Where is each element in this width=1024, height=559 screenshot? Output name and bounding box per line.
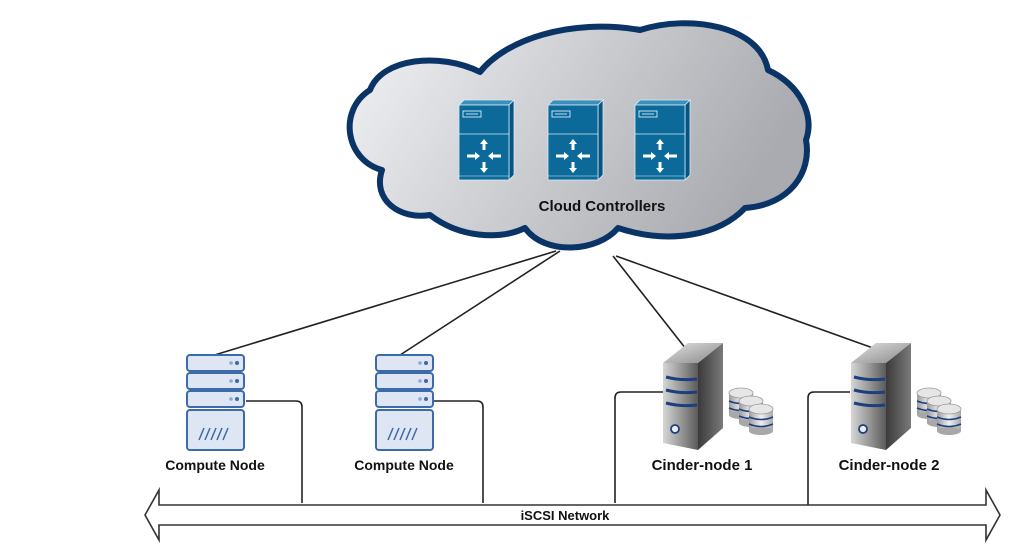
link-cloud-cinder-1 (612, 255, 687, 350)
disk-icon (748, 403, 774, 435)
link-compute-2-iscsi (433, 400, 484, 503)
cloud-controllers (458, 99, 691, 181)
link-cloud-compute-2 (396, 250, 561, 358)
rack-server-icon (375, 354, 434, 451)
compute-nodes (186, 354, 434, 451)
iscsi-network: iSCSI Network (144, 486, 1001, 544)
iscsi-network-label: iSCSI Network (521, 508, 611, 523)
storage-server-icon (851, 343, 962, 450)
link-compute-1-iscsi (246, 400, 303, 503)
node-label-compute-2: Compute Node (354, 457, 454, 473)
iscsi-network-arrow (144, 486, 1001, 544)
link-cinder-2-iscsi (807, 391, 850, 507)
node-label-cinder-2: Cinder-node 2 (839, 457, 940, 474)
node-labels: Compute Node Compute Node Cinder-node 1 … (165, 457, 939, 474)
rack-server-icon (186, 354, 245, 451)
link-cinder-1-iscsi (614, 391, 664, 503)
network-switch-icon (547, 99, 604, 181)
network-switch-icon (634, 99, 691, 181)
cloud-label: Cloud Controllers (539, 198, 666, 215)
disk-icon (936, 403, 962, 435)
node-label-cinder-1: Cinder-node 1 (652, 457, 753, 474)
storage-server-icon (663, 343, 774, 450)
node-label-compute-1: Compute Node (165, 457, 265, 473)
storage-nodes (663, 343, 962, 450)
link-cloud-compute-1 (207, 250, 557, 358)
network-switch-icon (458, 99, 515, 181)
connection-lines (207, 250, 874, 507)
link-cloud-cinder-2 (615, 255, 874, 349)
